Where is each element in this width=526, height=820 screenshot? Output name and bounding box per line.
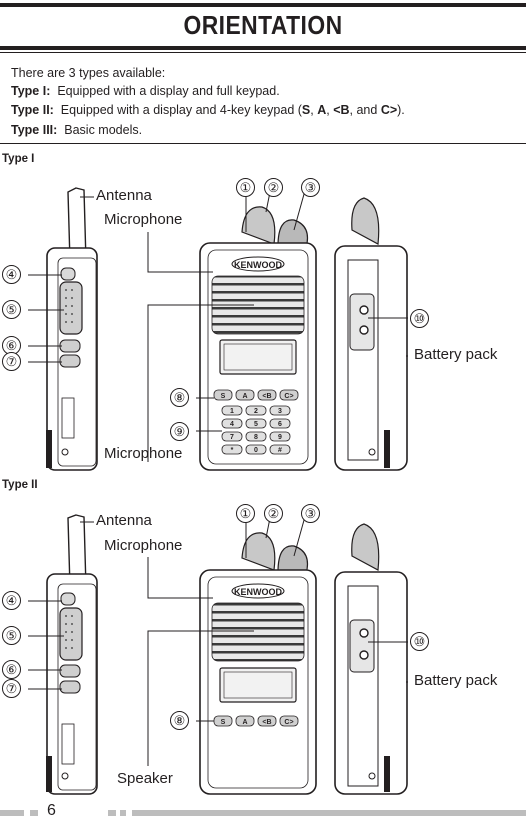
callout-7: ⑦ <box>2 352 21 371</box>
type1-side-view-left <box>46 187 98 471</box>
type1-keypad: S A <B C> 1 2 3 4 5 6 7 8 9 * 0 # <box>213 389 299 455</box>
label-battery-1: Battery pack <box>414 346 498 363</box>
type1-rear-view <box>334 197 408 471</box>
label-microphone-1: Microphone <box>104 211 183 228</box>
key2-s: S <box>221 719 226 726</box>
key-5: 5 <box>254 421 258 428</box>
callout-5: ⑤ <box>2 300 21 319</box>
type1-front-view: KENWOOD S A <B C> 1 2 3 4 <box>199 206 317 471</box>
label-microphone-3: Microphone <box>104 537 183 554</box>
title-rule-bottom <box>0 46 526 50</box>
type2-side-view-left <box>46 514 98 795</box>
key-8: 8 <box>254 434 258 441</box>
callout-4: ④ <box>2 265 21 284</box>
label-antenna-2: Antenna <box>96 512 152 529</box>
footer-bar <box>0 810 526 816</box>
type2-front-view: KENWOOD S A <B C> <box>199 532 317 795</box>
label-microphone-2: Microphone <box>104 445 183 462</box>
callout-10b: ⑩ <box>410 632 429 651</box>
key-star: * <box>231 447 234 454</box>
key-b: <B <box>262 393 271 400</box>
callout-3: ③ <box>301 178 320 197</box>
callout-10: ⑩ <box>410 309 429 328</box>
page-title: ORIENTATION <box>183 10 343 40</box>
key-1: 1 <box>230 408 234 415</box>
key-hash: # <box>278 447 282 454</box>
top-rule <box>0 3 526 7</box>
brand-logo-2: KENWOOD <box>234 587 282 597</box>
key-9: 9 <box>278 434 282 441</box>
key2-c: C> <box>284 719 293 726</box>
type1-desc: Type I: Equipped with a display and full… <box>11 84 280 98</box>
label-speaker: Speaker <box>117 770 173 787</box>
callout-2: ② <box>264 178 283 197</box>
key-a: A <box>242 393 247 400</box>
label-antenna-1: Antenna <box>96 187 152 204</box>
callout-2b: ② <box>264 504 283 523</box>
callout-1: ① <box>236 178 255 197</box>
callout-5b: ⑤ <box>2 626 21 645</box>
callout-4b: ④ <box>2 591 21 610</box>
callout-3b: ③ <box>301 504 320 523</box>
key2-a: A <box>242 719 247 726</box>
intro-line: There are 3 types available: <box>11 66 166 80</box>
brand-logo: KENWOOD <box>234 260 282 270</box>
section-heading-type1: Type I <box>2 153 35 165</box>
label-battery-2: Battery pack <box>414 672 498 689</box>
key-6: 6 <box>278 421 282 428</box>
type2-desc: Type II: Equipped with a display and 4-k… <box>11 103 405 117</box>
type3-desc: Type III: Basic models. <box>11 123 143 137</box>
key-3: 3 <box>278 408 282 415</box>
key2-b: <B <box>262 719 271 726</box>
key-0: 0 <box>254 447 258 454</box>
type2-rear-view <box>334 523 408 795</box>
key-7: 7 <box>230 434 234 441</box>
callout-8: ⑧ <box>170 388 189 407</box>
callout-7b: ⑦ <box>2 679 21 698</box>
callout-9: ⑨ <box>170 422 189 441</box>
title-rule-thin <box>0 52 526 53</box>
section-heading-type2: Type II <box>2 479 38 491</box>
callout-1b: ① <box>236 504 255 523</box>
key-s: S <box>221 393 226 400</box>
type2-keypad: S A <B C> <box>213 715 299 727</box>
intro-rule <box>0 143 526 144</box>
key-2: 2 <box>254 408 258 415</box>
callout-8b: ⑧ <box>170 711 189 730</box>
callout-6b: ⑥ <box>2 660 21 679</box>
key-4: 4 <box>230 421 234 428</box>
key-c: C> <box>284 393 293 400</box>
page-number: 6 <box>47 802 56 819</box>
